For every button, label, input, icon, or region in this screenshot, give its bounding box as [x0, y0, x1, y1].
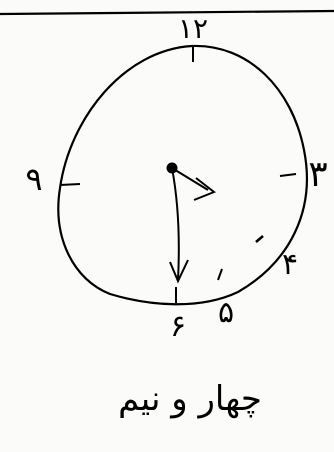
numeral-3: ٣ — [308, 154, 327, 195]
tick-4 — [255, 235, 264, 243]
numeral-4: ۴ — [282, 247, 298, 282]
time-caption: چهار و نیم — [118, 379, 262, 419]
clock-face — [57, 44, 308, 306]
minute-hand — [171, 167, 180, 281]
tick-9 — [59, 183, 81, 186]
minute-hand-arrowhead — [169, 259, 189, 284]
hour-hand — [171, 167, 209, 191]
top-ruled-line — [0, 9, 334, 16]
tick-5 — [217, 268, 223, 281]
numeral-9: ٩ — [25, 160, 42, 198]
tick-3 — [279, 173, 297, 177]
numeral-12: ١٢ — [178, 12, 208, 45]
numeral-5: ۵ — [218, 295, 234, 330]
hour-hand-arrowhead — [193, 177, 216, 201]
numeral-6: ۶ — [170, 309, 186, 344]
